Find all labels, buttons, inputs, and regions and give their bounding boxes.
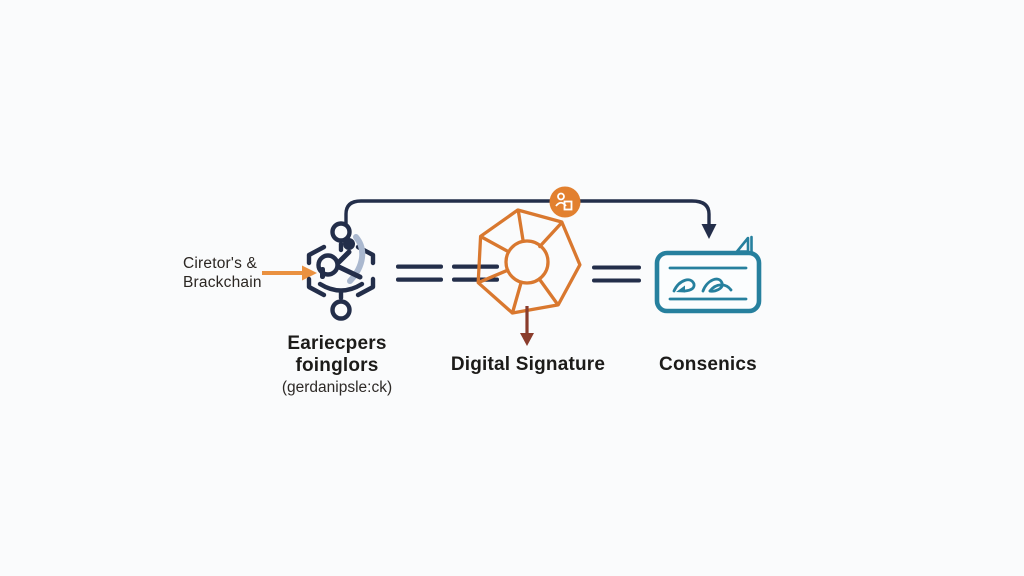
consensus-text: Consenics bbox=[659, 354, 757, 375]
annotation-line1: Ciretor's & bbox=[183, 255, 258, 272]
digital-signature-text: Digital Signature bbox=[450, 354, 606, 375]
blockchain-actor-icon bbox=[306, 221, 376, 321]
creators-label-line1: Eariecpers bbox=[287, 333, 387, 354]
equals-connector-left bbox=[396, 264, 499, 282]
nodes-badge-icon bbox=[549, 186, 581, 218]
creators-label: Eariecpers foinglors (gerdanipsle:ck) bbox=[237, 333, 437, 397]
creators-label-sub: (gerdanipsle:ck) bbox=[281, 379, 393, 396]
signed-document-icon bbox=[654, 235, 762, 314]
annotation-label: Ciretor's & Brackchain bbox=[183, 254, 293, 292]
top-loop-connector bbox=[344, 199, 717, 239]
signature-down-arrow bbox=[520, 306, 534, 346]
digital-signature-label: Digital Signature bbox=[428, 354, 628, 376]
annotation-line2: Brackchain bbox=[183, 274, 262, 291]
consensus-label: Consenics bbox=[608, 354, 808, 376]
equals-connector-right bbox=[592, 265, 641, 283]
creators-label-line2: foinglors bbox=[295, 354, 379, 376]
network-wheel-icon bbox=[476, 208, 582, 315]
